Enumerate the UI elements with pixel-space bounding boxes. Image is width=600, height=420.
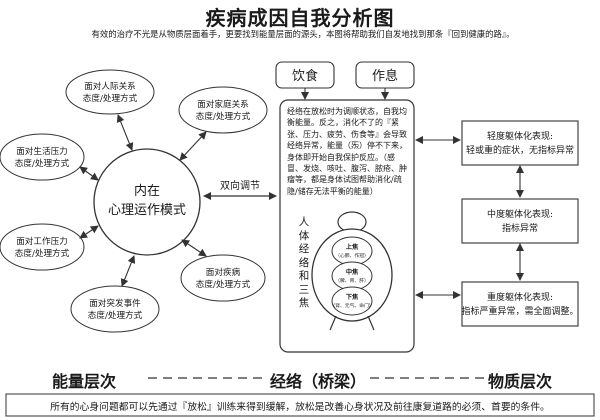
satellite-line1: 面对突发事件	[89, 297, 141, 309]
mild-line2: 轻或重的症状，无指标异常	[466, 144, 574, 156]
level-meridian: 经络（桥梁）	[270, 372, 367, 391]
middle-jiao	[331, 261, 373, 291]
bidirectional-label: 双向调节	[220, 179, 260, 192]
bottom-note: 所有的心身问题都可以先通过『放松』训练来得到缓解，放松是改善心身状况及前往康复道…	[50, 402, 550, 413]
arrow-life-pressure	[79, 166, 99, 181]
figure-legs	[329, 315, 375, 331]
severe-line1: 重度躯体化表现:	[487, 291, 553, 303]
center-circle-line1: 内在	[134, 183, 160, 199]
level-energy: 能量层次	[52, 372, 117, 391]
satellite-work-pressure: 面对工作压力 态度/处理方式	[0, 223, 85, 271]
lower-jiao-title: 下焦	[346, 293, 359, 301]
moderate-box	[461, 198, 579, 244]
satellite-line1: 面对人际关系	[84, 80, 136, 92]
satellite-line1: 面对家庭关系	[197, 98, 249, 110]
middle-jiao-title: 中焦	[346, 268, 359, 276]
diagram-subtitle: 有效的治疗不光是从物质层面着手，更要找到能量层面的源头，本图将帮助我们自发地找到…	[91, 29, 515, 39]
satellite-line1: 面对疾病	[206, 266, 241, 278]
satellite-line2: 态度/处理方式	[88, 309, 143, 321]
severe-line2: 指标严重异常，需全面调整。	[461, 305, 578, 317]
satellite-illness: 面对疾病 态度/处理方式	[180, 254, 266, 302]
center-circle	[93, 148, 201, 256]
vertical-label: 人体经络和三焦	[298, 216, 310, 309]
severe-box	[461, 281, 579, 327]
satellite-family: 面对家庭关系 态度/处理方式	[178, 86, 268, 134]
arrow-interpersonal	[116, 114, 134, 151]
diet-label: 饮食	[292, 68, 318, 84]
mild-line1: 轻度躯体化表现:	[487, 130, 553, 142]
lower-jiao	[331, 286, 373, 316]
upper-jiao	[331, 236, 373, 266]
meridian-description: 经络在放松时为调顺状态，自我均衡能量。反之，消化不了的『紧张、压力、疲劳、伤食等…	[287, 107, 407, 196]
right-arrows	[415, 136, 524, 299]
satellite-line2: 态度/处理方式	[196, 110, 251, 122]
satellite-emergency: 面对突发事件 态度/处理方式	[70, 285, 160, 333]
arrow-emergency	[120, 255, 136, 287]
diagram-title: 疾病成因自我分析图	[205, 6, 395, 30]
arrow-illness	[181, 239, 207, 257]
satellite-life-pressure: 面对生活压力 态度/处理方式	[0, 133, 85, 181]
arrow-family	[179, 131, 207, 161]
middle-jiao-sub: （脾、胃、肝）	[335, 277, 369, 284]
level-material: 物质层次	[488, 372, 553, 391]
mild-box	[461, 120, 579, 166]
satellite-line1: 面对生活压力	[16, 145, 68, 157]
satellite-interpersonal: 面对人际关系 态度/处理方式	[65, 69, 155, 115]
center-circle-line2: 心理运作模式	[108, 203, 186, 218]
bottom-note-frame	[5, 393, 595, 417]
satellite-line1: 面对工作压力	[16, 235, 68, 247]
satellite-line2: 态度/处理方式	[83, 92, 138, 104]
sanjiao-figure: 上焦 （心肺、作冠） 中焦 （脾、胃、肝） 下焦 （肾、元气、命门）	[311, 211, 393, 331]
arrow-work-pressure	[79, 225, 99, 239]
upper-jiao-sub: （心肺、作冠）	[335, 252, 369, 259]
lower-jiao-sub: （肾、元气、命门）	[330, 302, 373, 309]
moderate-line1: 中度躯体化表现:	[487, 208, 553, 220]
satellite-line2: 态度/处理方式	[15, 247, 70, 259]
upper-jiao-title: 上焦	[346, 243, 359, 251]
satellite-arrows	[79, 114, 207, 287]
rest-label: 作息	[372, 68, 398, 84]
satellite-line2: 态度/处理方式	[196, 278, 251, 290]
satellite-line2: 态度/处理方式	[15, 157, 70, 169]
moderate-line2: 指标异常	[502, 222, 538, 234]
